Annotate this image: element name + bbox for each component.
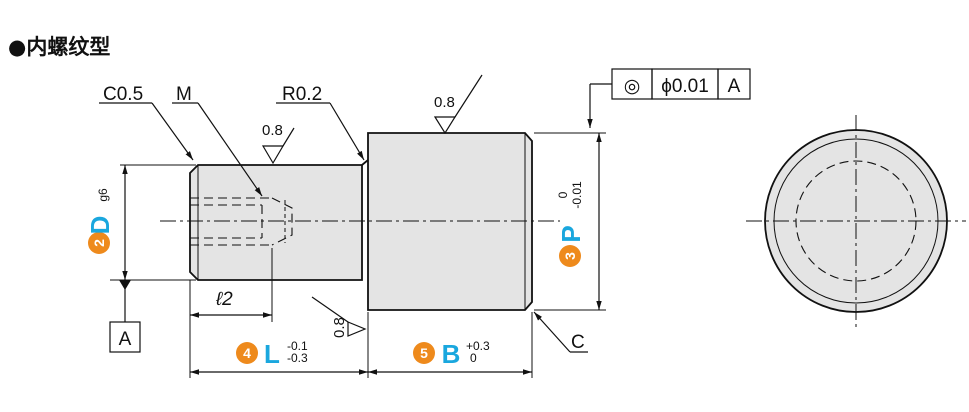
- svg-text:4: 4: [243, 345, 251, 361]
- svg-text:ϕ0.01: ϕ0.01: [661, 76, 709, 97]
- svg-text:A: A: [119, 329, 132, 350]
- svg-text:0.8: 0.8: [331, 317, 348, 338]
- svg-text:R0.2: R0.2: [282, 84, 322, 105]
- svg-text:g6: g6: [96, 188, 110, 202]
- datum-a-indicator: A: [109, 280, 141, 353]
- part-end-view: [746, 115, 966, 327]
- roughness-shank: 0.8: [311, 296, 367, 338]
- dimension-thread-depth: ℓ2: [189, 248, 273, 378]
- dimension-d: 2 D g6: [85, 164, 196, 281]
- svg-text:M: M: [176, 84, 192, 105]
- thread-callout: M: [172, 84, 263, 197]
- roughness-head: 0.8: [433, 74, 483, 135]
- geometric-tolerance-frame: ◎ ϕ0.01 A: [587, 68, 751, 128]
- chamfer-head-callout: C: [533, 311, 588, 353]
- svg-text:0.8: 0.8: [262, 122, 283, 139]
- internal-thread-hidden: [190, 197, 293, 246]
- svg-text:3: 3: [562, 252, 578, 260]
- svg-text:-0.1: -0.1: [287, 339, 308, 353]
- dimension-letter-l: L: [264, 339, 280, 369]
- shank-body: [189, 164, 363, 281]
- dimension-l: 4 L -0.1 -0.3: [190, 312, 369, 378]
- svg-text:0.8: 0.8: [434, 94, 455, 111]
- roughness-step: 0.8: [261, 122, 295, 165]
- svg-text:2: 2: [91, 239, 107, 247]
- dimension-p: 3 P 0 -0.01: [534, 132, 606, 311]
- part-side-view: [160, 132, 560, 311]
- badge-4: [236, 342, 258, 364]
- dimension-letter-d: D: [85, 216, 115, 235]
- page-title: ●内螺纹型: [8, 35, 110, 59]
- badge-2: [88, 232, 110, 254]
- svg-text:0: 0: [556, 191, 570, 198]
- svg-text:A: A: [728, 76, 741, 97]
- fillet-callout: R0.2: [276, 84, 365, 161]
- dimension-letter-p: P: [556, 225, 586, 242]
- svg-text:5: 5: [420, 345, 428, 361]
- dimension-letter-b: B: [442, 339, 461, 369]
- svg-text:-0.01: -0.01: [570, 181, 584, 209]
- svg-text:+0.3: +0.3: [466, 339, 490, 353]
- svg-text:-0.3: -0.3: [287, 351, 308, 365]
- badge-3: [559, 245, 581, 267]
- chamfer-end-callout: C0.5: [99, 84, 194, 161]
- dimension-b: 5 B +0.3 0: [368, 312, 533, 378]
- svg-text:C0.5: C0.5: [103, 84, 143, 105]
- svg-text:ℓ2: ℓ2: [215, 289, 233, 310]
- concentricity-symbol: ◎: [624, 76, 641, 97]
- fillet-edge: [361, 159, 369, 166]
- svg-text:C: C: [571, 332, 585, 353]
- badge-5: [413, 342, 435, 364]
- svg-text:0: 0: [470, 351, 477, 365]
